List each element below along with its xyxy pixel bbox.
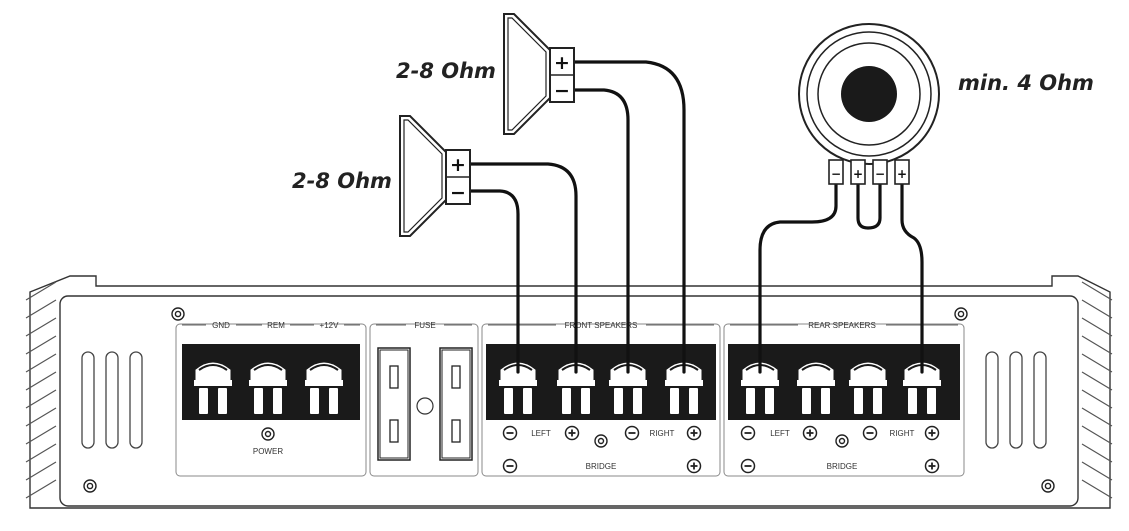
rear-bridge-led-icon [835, 434, 849, 448]
power-section: GND REM +12V POWER [175, 321, 367, 477]
vent-slots-left [81, 351, 143, 449]
minus-icon: − [875, 167, 885, 181]
plus-circle-icon [802, 425, 818, 441]
sub-terminal-minus-1: − [828, 159, 844, 185]
gnd-terminal [194, 362, 232, 414]
minus-circle-icon [502, 425, 518, 441]
screw-icon [171, 307, 185, 321]
plus-icon: + [450, 154, 466, 176]
plus-12v-label: +12V [320, 321, 340, 330]
front-lower-impedance-label: 2-8 Ohm [292, 169, 392, 193]
plus-circle-icon [924, 425, 940, 441]
sub-terminal-minus-2: − [872, 159, 888, 185]
front-left-label: LEFT [531, 429, 551, 438]
heatsink-fins-right [1081, 281, 1113, 499]
front-speaker-lower: + − 2-8 Ohm [292, 115, 471, 237]
plus-circle-icon [924, 458, 940, 474]
minus-icon: − [554, 80, 570, 102]
plus-icon: + [897, 167, 907, 181]
front-speaker-upper: + − 2-8 Ohm [396, 13, 575, 135]
front-bridge-label: BRIDGE [586, 462, 617, 471]
sub-impedance-label: min. 4 Ohm [958, 71, 1094, 95]
fuse-left [377, 347, 411, 461]
rear-right-minus-terminal [849, 362, 887, 414]
plus-icon: + [853, 167, 863, 181]
screw-icon [1041, 479, 1055, 493]
gnd-label: GND [212, 321, 230, 330]
front-right-label: RIGHT [650, 429, 675, 438]
fuse-right [439, 347, 473, 461]
screw-icon [83, 479, 97, 493]
minus-icon: − [831, 167, 841, 181]
power-label: POWER [253, 447, 283, 456]
rem-terminal [249, 362, 287, 414]
minus-icon: − [450, 182, 466, 204]
heatsink-fins-left [25, 281, 57, 499]
front-speakers-title: FRONT SPEAKERS [565, 321, 638, 330]
plus-12v-terminal [305, 362, 343, 414]
power-led-icon [261, 427, 275, 441]
fuse-label: FUSE [414, 321, 435, 330]
rear-speakers-title: REAR SPEAKERS [808, 321, 876, 330]
rear-left-plus-terminal [797, 362, 835, 414]
minus-circle-icon [740, 425, 756, 441]
rear-right-label: RIGHT [890, 429, 915, 438]
rear-bridge-label: BRIDGE [827, 462, 858, 471]
vent-slots-right [985, 351, 1047, 449]
plus-circle-icon [686, 458, 702, 474]
speaker-wires [468, 60, 924, 374]
minus-circle-icon [502, 458, 518, 474]
mounting-screws [83, 307, 1055, 493]
minus-circle-icon [862, 425, 878, 441]
subwoofer: − + − + min. 4 Ohm [798, 23, 1094, 185]
sub-terminal-plus-1: + [850, 159, 866, 185]
plus-circle-icon [686, 425, 702, 441]
sub-terminal-plus-2: + [894, 159, 910, 185]
front-speakers-section: FRONT SPEAKERS LEFT RIGHT BRIDGE [481, 321, 721, 477]
plus-circle-icon [564, 425, 580, 441]
front-upper-impedance-label: 2-8 Ohm [396, 59, 496, 83]
rear-left-label: LEFT [770, 429, 790, 438]
plus-icon: + [554, 52, 570, 74]
amplifier-body [29, 275, 1111, 509]
screw-icon [954, 307, 968, 321]
rem-label: REM [267, 321, 285, 330]
minus-circle-icon [624, 425, 640, 441]
front-bridge-led-icon [594, 434, 608, 448]
fuse-section: FUSE [369, 321, 479, 477]
minus-circle-icon [740, 458, 756, 474]
